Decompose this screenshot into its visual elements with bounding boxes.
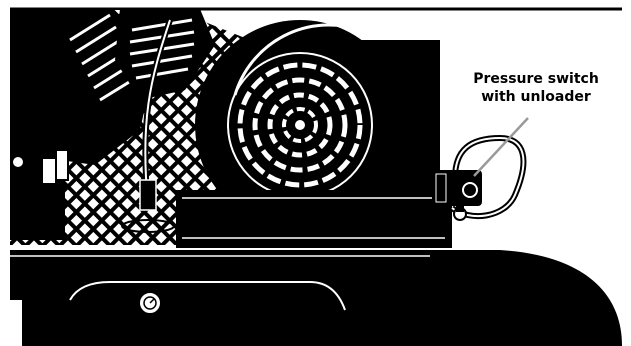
pump-bolt — [12, 156, 24, 168]
left-fitting — [42, 158, 56, 184]
tube-fitting — [140, 180, 156, 210]
callout-line-1: Pressure switch — [462, 70, 610, 88]
tank-front-cutout — [10, 300, 22, 346]
pressure-gauge-icon — [139, 292, 161, 314]
left-fitting-2 — [56, 150, 68, 180]
callout-line-2: with unloader — [462, 88, 610, 106]
pressure-switch-callout: Pressure switch with unloader — [462, 70, 610, 106]
air-tank — [10, 250, 622, 346]
